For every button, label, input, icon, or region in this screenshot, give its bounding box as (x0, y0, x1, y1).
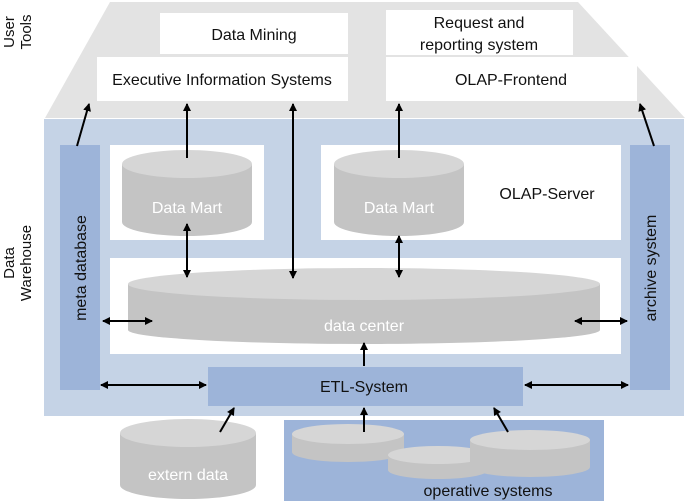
operative-systems-label: operative systems (424, 483, 553, 500)
meta-database-column (60, 145, 100, 390)
archive-system-label: archive system (643, 215, 660, 322)
archive-system-column (630, 145, 670, 390)
etl-system-box (208, 367, 523, 406)
data-mart-left-cylinder (122, 150, 252, 236)
arrow-archive-to-olap-frontend (638, 103, 655, 147)
user-tools-side-label: User Tools (1, 14, 35, 49)
arrow-extern-to-etl (219, 407, 235, 433)
executive-information-systems-box (97, 57, 348, 101)
etl-system-label: ETL-System (320, 379, 408, 396)
olap-frontend-box (386, 57, 637, 101)
olap-server-label: OLAP-Server (499, 186, 595, 203)
arrow-operative3-to-etl (493, 407, 509, 433)
data-warehouse-side-label: Data Warehouse (1, 225, 35, 301)
data-mining-label: Data Mining (211, 27, 296, 44)
request-reporting-box (386, 10, 573, 55)
data-center-label: data center (324, 318, 405, 335)
operative-system-cylinder-3 (470, 430, 590, 477)
arrow-meta-to-executive (76, 103, 91, 147)
connection-arrows (76, 103, 655, 433)
data-mart-right-cylinder (334, 150, 464, 236)
operative-system-cylinder-2 (388, 446, 488, 479)
data-mining-box (160, 13, 348, 54)
extern-data-cylinder (120, 419, 256, 499)
executive-information-systems-label: Executive Information Systems (112, 72, 332, 89)
user-tools-label-line1: User (1, 16, 18, 48)
meta-database-label: meta database (73, 215, 90, 321)
data-warehouse-label-line2: Warehouse (18, 225, 35, 301)
user-tools-label-line2: Tools (18, 14, 35, 49)
data-mart-right-label: Data Mart (364, 200, 435, 217)
operative-system-cylinder-1 (292, 424, 404, 462)
request-reporting-label-line2: reporting system (420, 37, 538, 54)
request-reporting-label-line1: Request and (434, 15, 525, 32)
data-warehouse-label-line1: Data (1, 247, 18, 279)
olap-frontend-label: OLAP-Frontend (455, 72, 567, 89)
data-mart-left-label: Data Mart (152, 200, 223, 217)
extern-data-label: extern data (148, 467, 228, 484)
data-center-cylinder (128, 268, 600, 344)
